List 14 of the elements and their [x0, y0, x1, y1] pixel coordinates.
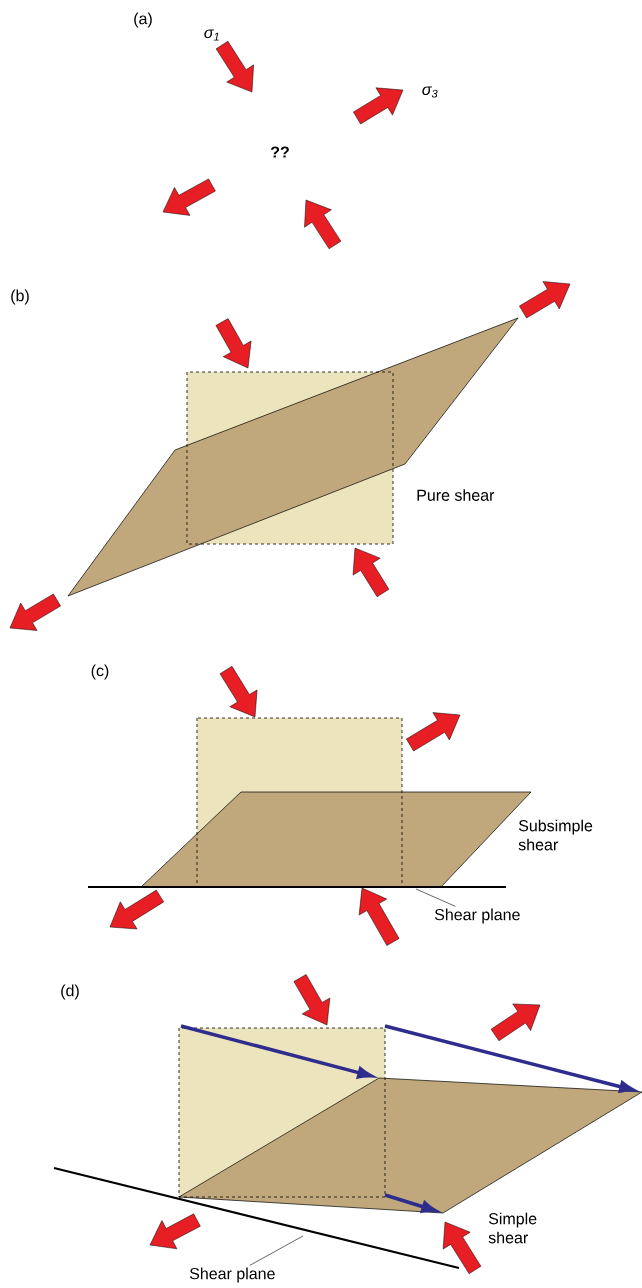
leader-line: [249, 1235, 304, 1266]
panel-label: (b): [11, 289, 29, 305]
panel-label: (c): [91, 664, 109, 680]
question-marks: ??: [270, 146, 289, 158]
leader-text: Shear plane: [189, 1267, 275, 1283]
stress-label: σ$_{1}$: [204, 29, 219, 41]
leader-text: Shear plane: [434, 908, 520, 924]
stress-label: σ$_{3}$: [422, 86, 438, 98]
shear-type-label: Pure shear: [417, 489, 495, 501]
shear-type-label: Simple shear: [488, 1212, 537, 1244]
panel-label: (a): [134, 12, 152, 28]
shear-type-label: Subsimple shear: [518, 819, 593, 851]
panel-label: (d): [61, 984, 79, 1000]
leader-line: [415, 888, 456, 907]
